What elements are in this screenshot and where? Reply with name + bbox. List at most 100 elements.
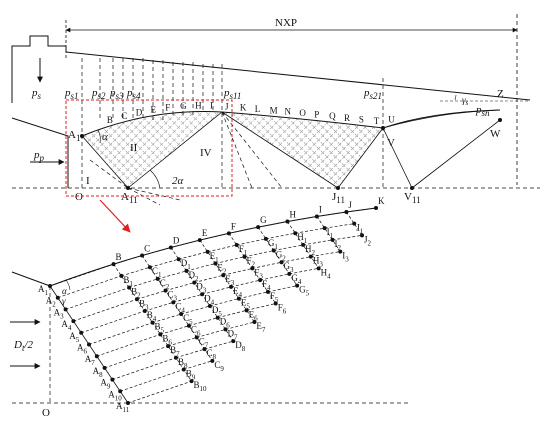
zoom-node-point (158, 332, 163, 337)
zoom-node-label: C4 (175, 301, 185, 314)
zoom-node-point (250, 266, 255, 271)
alpha-arc (97, 129, 101, 144)
zoom-node-label: C9 (214, 360, 224, 373)
zoom-node-point (179, 312, 184, 317)
zoom-a-label: A5 (69, 331, 80, 344)
zoom-node-point (308, 254, 313, 259)
top-curve-point-label: B (107, 115, 113, 125)
zoom-node-label: D3 (196, 282, 207, 295)
zoom-node-point (171, 300, 176, 305)
two-alpha-label: 2α (172, 175, 184, 187)
zoom-node-point (147, 265, 152, 270)
zoom-node-label: B4 (147, 310, 157, 323)
zoom-a-point (87, 342, 91, 347)
zoom-column-line (257, 226, 298, 286)
top-curve-point-label: M (270, 105, 278, 115)
ps4-label: ps4 (126, 87, 141, 101)
zoom-node-point (205, 249, 210, 254)
zoom-node-point (271, 248, 276, 253)
zoom-node-label: J2 (364, 234, 372, 247)
zoom-node-point (352, 221, 357, 226)
zoom-node-label: B2 (131, 287, 141, 300)
zoom-node-label: D7 (227, 328, 238, 341)
zoom-node-label: C6 (191, 325, 201, 338)
zoom-cross-line (127, 380, 192, 404)
zoom-node-label: B8 (178, 357, 188, 370)
zoom-node-label: D2 (188, 270, 199, 283)
zoom-node-label: D1 (181, 258, 192, 271)
zoom-node-point (258, 278, 263, 283)
zoom-node-labels: A1A2A3A4A5A6A7A8A9A10A11BB1B2B3B4B5B6B7B… (38, 196, 385, 414)
zoom-node-point (194, 335, 199, 340)
a11-point (126, 186, 130, 190)
zoom-node-label: B (116, 252, 122, 262)
zoom-node-label: D8 (235, 340, 246, 353)
zoom-cross-line (57, 275, 122, 299)
zoom-a-point (94, 354, 99, 359)
zoom-node-point (226, 231, 231, 236)
zoom-arrow (99, 199, 131, 233)
zoom-node-point (186, 323, 191, 328)
zoom-node-label: G2 (276, 250, 287, 263)
zoom-column-line (199, 239, 255, 323)
zoom-node-label: I3 (342, 251, 349, 264)
zoom-node-label: B3 (139, 298, 149, 311)
zoom-column-line (316, 216, 341, 252)
zoom-a-point (63, 307, 68, 312)
top-curve-point-label: Q (329, 111, 336, 121)
zoom-node-points (48, 206, 378, 405)
zoom-node-label: E5 (241, 298, 251, 311)
top-curve-point-label: F (165, 103, 170, 113)
zoom-node-point (234, 243, 239, 248)
zoom-node-label: C7 (199, 336, 209, 349)
zoom-node-label: B6 (162, 333, 172, 346)
alpha-label: α (102, 131, 108, 143)
zoom-node-point (202, 347, 207, 352)
zoom-node-label: C5 (183, 313, 193, 326)
top-curve-point-label: E (150, 105, 156, 115)
zoom-node-point (285, 219, 290, 224)
zoom-node-point (263, 236, 268, 241)
zoom-node-label: G1 (268, 238, 279, 251)
zoom-node-label: H (289, 210, 296, 220)
zoom-node-label: E2 (217, 263, 227, 276)
zoom-cross-line (49, 263, 114, 287)
zoom-node-point (207, 304, 212, 309)
top-diagram: NXP ps ps1 ps2 ps3 ps4 ps11 ps (11, 14, 540, 233)
zoom-node-point (140, 253, 145, 258)
region-i-label: I (86, 175, 90, 187)
zoom-box (65, 99, 233, 197)
characteristic-lines (81, 109, 501, 189)
zoom-node-point (215, 315, 220, 320)
gamma-s-label: γs (462, 95, 469, 107)
zoom-node-label: C8 (207, 348, 217, 361)
zoom-node-point (344, 209, 349, 214)
chamber-outline (11, 35, 67, 103)
zoom-node-point (192, 280, 197, 285)
zoom-a-label: A1 (38, 284, 49, 297)
region-right-hatch-cross (222, 112, 383, 188)
a11-label: A11 (121, 191, 138, 205)
zoom-node-point (210, 358, 215, 363)
zoom-cross-line (96, 334, 161, 357)
zoom-node-label: B10 (194, 380, 208, 393)
zoom-node-label: E7 (256, 321, 266, 334)
top-curve-point-label: G (180, 101, 187, 111)
zoom-node-label: J1 (356, 223, 364, 236)
ps-label: ps (31, 87, 42, 101)
zoom-cross-line (81, 310, 145, 334)
zoom-node-label: H4 (321, 267, 332, 280)
zoom-node-label: H1 (297, 232, 308, 245)
zoom-node-point (200, 292, 205, 297)
origin-o-label: O (75, 191, 83, 203)
zoom-node-label: F2 (247, 256, 256, 269)
zoom-node-point (134, 297, 139, 302)
zoom-node-point (213, 261, 218, 266)
j11-label: J11 (332, 191, 345, 205)
zoom-node-label: I2 (334, 239, 341, 252)
ps-dashed-lines (81, 58, 384, 188)
zoom-node-label: C (144, 244, 150, 254)
zoom-node-label: D4 (204, 293, 215, 306)
top-curve-point-label: H (195, 101, 202, 111)
